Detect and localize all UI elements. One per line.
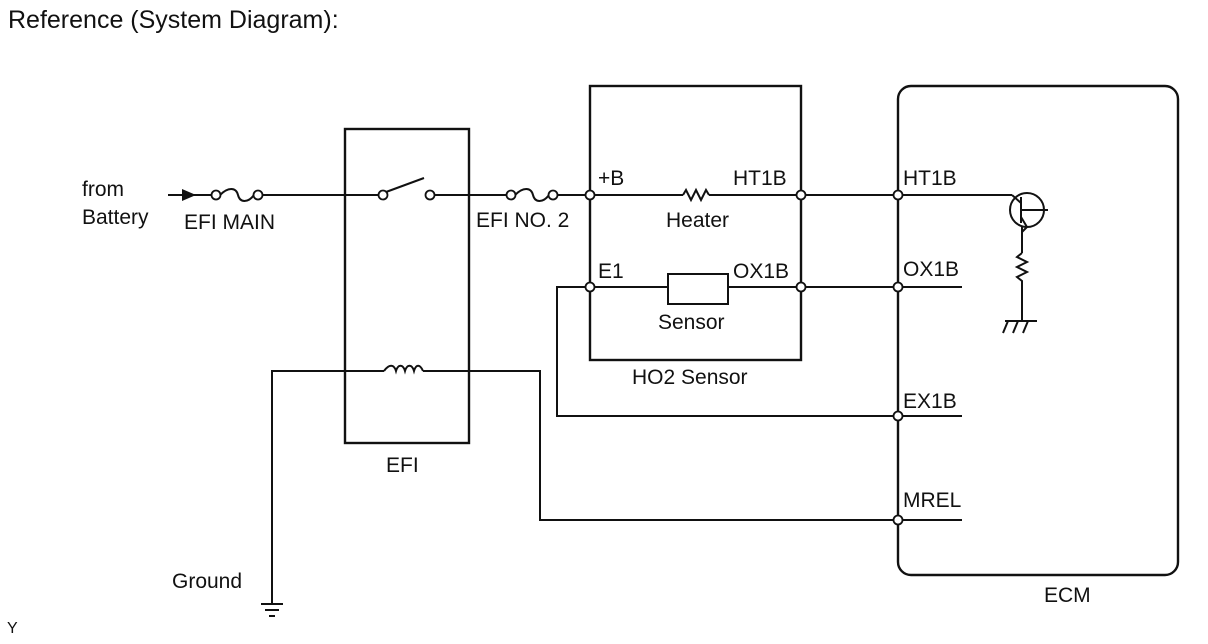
transistor-symbol — [1009, 192, 1048, 233]
label-efi-no2: EFI NO. 2 — [476, 209, 569, 232]
ecm-box — [896, 84, 1180, 577]
wire-ground-to-relay-coil — [271, 370, 384, 604]
label-ho2-sensor: HO2 Sensor — [632, 366, 748, 389]
battery-feed-arrow — [168, 189, 196, 201]
label-mrel: MREL — [903, 489, 961, 512]
label-ox1b-ecm: OX1B — [903, 258, 959, 281]
label-plus-b: +B — [598, 167, 624, 190]
ecm-ground-symbol — [1002, 320, 1037, 334]
terminal-plus-b — [584, 189, 596, 201]
wire-e1-to-ex1b — [556, 286, 894, 417]
label-efi: EFI — [386, 454, 419, 477]
label-from: from — [82, 178, 124, 201]
terminal-ht1b-sensor — [795, 189, 807, 201]
terminal-ox1b-sensor — [795, 281, 807, 293]
label-battery: Battery — [82, 206, 149, 229]
sensor-element-symbol — [667, 273, 729, 305]
label-ht1b-sensor: HT1B — [733, 167, 787, 190]
label-ground: Ground — [172, 570, 242, 593]
label-heater: Heater — [666, 209, 729, 232]
efi-main-fuse-symbol — [210, 188, 264, 202]
ecm-resistor-symbol — [1014, 252, 1030, 321]
terminal-e1 — [584, 281, 596, 293]
label-ecm: ECM — [1044, 584, 1091, 607]
terminal-ox1b-ecm — [892, 281, 904, 293]
terminal-ex1b-ecm — [892, 410, 904, 422]
terminal-ht1b-ecm — [892, 189, 904, 201]
efi-relay-box — [343, 127, 471, 445]
corner-mark: Y — [7, 620, 18, 637]
label-ex1b: EX1B — [903, 390, 957, 413]
ground-symbol — [261, 603, 283, 617]
label-ht1b-ecm: HT1B — [903, 167, 957, 190]
label-e1: E1 — [598, 260, 624, 283]
terminal-mrel-ecm — [892, 514, 904, 526]
heater-resistor-symbol — [682, 187, 710, 203]
label-sensor: Sensor — [658, 311, 725, 334]
efi-no2-fuse-symbol — [505, 188, 559, 202]
efi-relay-switch-symbol — [377, 177, 436, 201]
wire-relay-coil-to-mrel — [423, 370, 894, 521]
label-efi-main: EFI MAIN — [184, 211, 275, 234]
efi-relay-coil-symbol — [383, 364, 424, 375]
ho2-sensor-box — [588, 84, 803, 362]
page-title: Reference (System Diagram): — [8, 6, 339, 34]
label-ox1b-sensor: OX1B — [733, 260, 789, 283]
